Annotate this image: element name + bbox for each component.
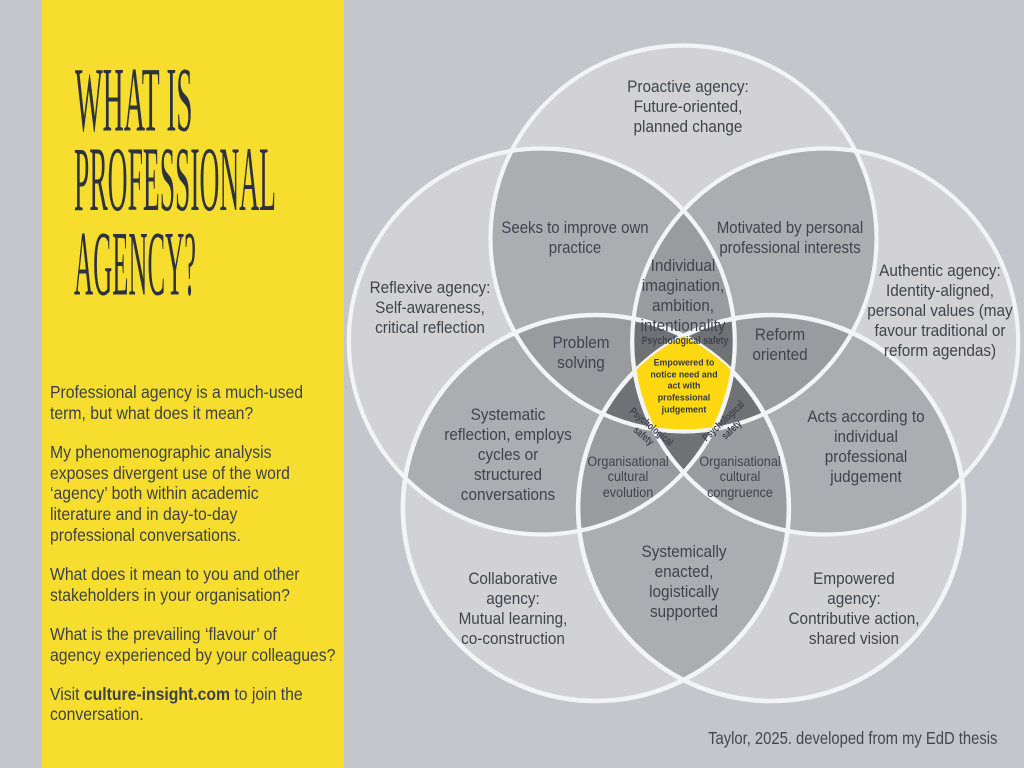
svg-text:PROFESSIONAL: PROFESSIONAL (74, 128, 276, 230)
svg-text:WHAT IS: WHAT IS (75, 48, 193, 150)
svg-text:AGENCY?: AGENCY? (74, 212, 196, 314)
